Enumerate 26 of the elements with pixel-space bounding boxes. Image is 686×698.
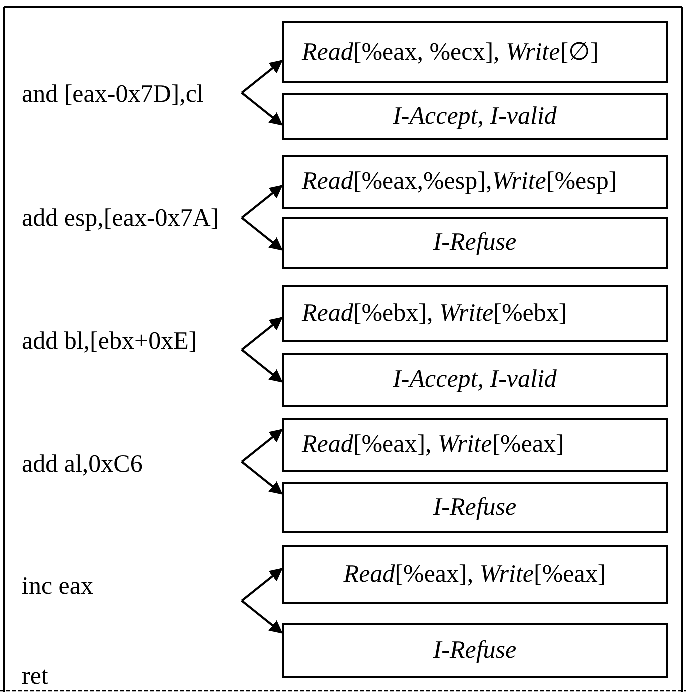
arrow [241, 429, 284, 463]
result-box: I-Accept, I-valid [282, 93, 668, 140]
arrow [241, 568, 284, 602]
instruction-text: add bl,[ebx+0xE] [22, 327, 242, 357]
arrow [241, 217, 284, 251]
result-box: I-Refuse [282, 623, 668, 678]
arrow [241, 349, 284, 383]
arrow [241, 317, 284, 351]
result-box: Read[%eax,%esp],Write[%esp] [282, 155, 668, 209]
instruction-text: add al,0xC6 [22, 450, 242, 480]
result-box: Read[%eax, %ecx], Write[∅] [282, 21, 668, 83]
instruction-text: ret [22, 662, 48, 692]
arrow [241, 92, 284, 126]
result-box: I-Refuse [282, 482, 668, 533]
result-box: I-Accept, I-valid [282, 353, 668, 407]
arrow [241, 60, 284, 94]
result-box: Read[%eax], Write[%eax] [282, 545, 668, 604]
result-box: Read[%eax], Write[%eax] [282, 418, 668, 472]
instruction-text: and [eax-0x7D],cl [22, 80, 242, 110]
arrow [241, 600, 284, 634]
arrow [241, 461, 284, 495]
instruction-text: add esp,[eax-0x7A] [22, 204, 242, 234]
arrow [241, 185, 284, 219]
result-box: Read[%ebx], Write[%ebx] [282, 285, 668, 342]
instruction-text: inc eax [22, 572, 242, 602]
result-box: I-Refuse [282, 217, 668, 269]
